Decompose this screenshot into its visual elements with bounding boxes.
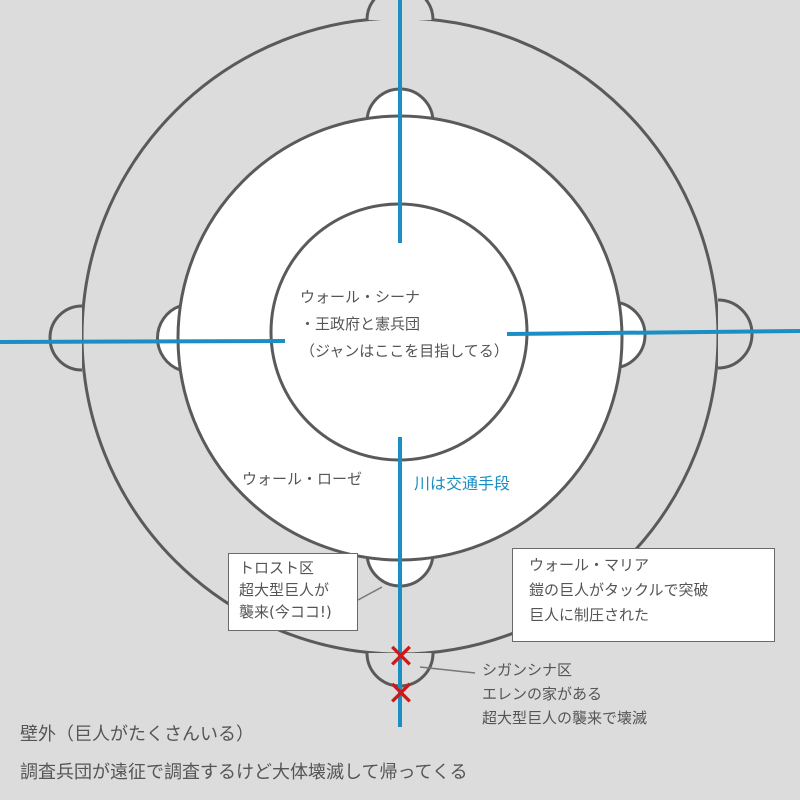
trost-pointer — [357, 586, 383, 601]
shiganshina-pointer — [419, 666, 476, 674]
breach-mark-inner: ✕ — [387, 674, 416, 714]
wall-rose-title: ウォール・ローゼ — [242, 470, 363, 488]
pointer-lines — [357, 586, 476, 674]
outside-line1: 壁外（巨人がたくさんいる） — [20, 724, 254, 745]
river-label: 川は交通手段 — [414, 474, 511, 493]
river-east — [506, 329, 800, 336]
wall-maria-line1: ウォール・マリア — [529, 556, 650, 574]
wall-sina-title: ウォール・シーナ — [300, 288, 421, 306]
shiganshina-line3: 超大型巨人の襲来で壊滅 — [482, 709, 648, 727]
district-east-outer — [717, 298, 754, 370]
breach-marks: ✕ ✕ — [387, 637, 416, 714]
trost-callout: トロスト区 超大型巨人が 襲来(今ココ!) — [228, 553, 358, 631]
wall-sina-line3: （ジャンはここを目指してる） — [300, 342, 509, 360]
wall-maria-district-bulges — [48, 0, 754, 688]
district-west-outer — [48, 304, 83, 372]
wall-maria-line2: 鎧の巨人がタックルで突破 — [529, 580, 709, 599]
shiganshina-line2: エレンの家がある — [482, 685, 603, 703]
breach-mark-outer: ✕ — [387, 637, 416, 677]
wall-maria-callout: ウォール・マリア 鎧の巨人がタックルで突破 巨人に制圧された — [512, 548, 775, 642]
trost-line3: 襲来(今ココ!) — [239, 602, 332, 621]
river-west — [0, 339, 286, 344]
rivers — [0, 0, 800, 727]
trost-line2: 超大型巨人が — [239, 580, 330, 599]
shiganshina-line1: シガンシナ区 — [482, 661, 573, 679]
wall-maria-line3: 巨人に制圧された — [529, 605, 650, 624]
wall-sina-line2: ・王政府と憲兵団 — [300, 315, 421, 333]
outside-line2: 調査兵団が遠征で調査するけど大体壊滅して帰ってくる — [20, 762, 468, 783]
trost-line1: トロスト区 — [239, 559, 315, 577]
district-west-rose — [155, 304, 181, 372]
